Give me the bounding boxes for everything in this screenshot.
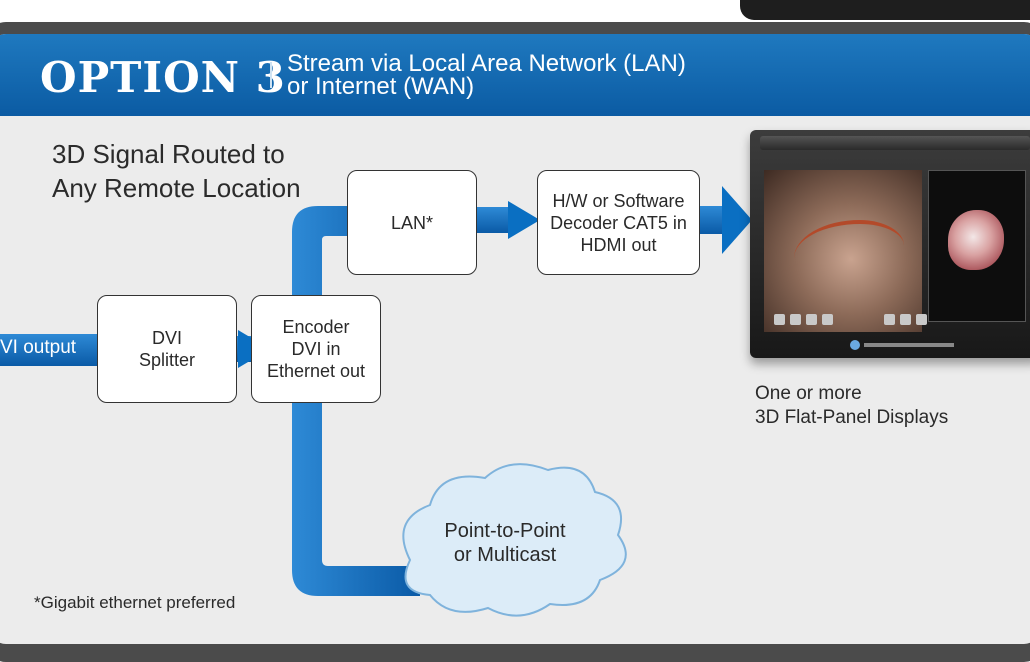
corner-tab — [740, 0, 1030, 20]
dvi-splitter-line2: Splitter — [138, 350, 196, 370]
title-banner — [0, 34, 1030, 116]
lan-label: LAN* — [390, 212, 434, 233]
display-caption-line1: One or more — [755, 383, 862, 404]
monitor-control-button — [884, 314, 895, 325]
arrow-into-display — [722, 186, 752, 254]
lan-box: LAN* — [347, 170, 477, 275]
monitor-controls — [774, 314, 1014, 330]
monitor-control-button — [900, 314, 911, 325]
monitor-toolbar — [760, 136, 1030, 150]
dvi-splitter-line1: DVI — [151, 328, 182, 348]
cloud-line2: or Multicast — [453, 544, 557, 566]
monitor-control-button — [822, 314, 833, 325]
monitor-vessel — [794, 220, 904, 284]
option-subtitle-line2: or Internet (WAN) — [287, 73, 475, 100]
brand-logo-icon — [850, 340, 860, 350]
option-title: OPTION 3 — [40, 53, 286, 102]
decoder-line1: H/W or Software — [552, 190, 685, 211]
option-subtitle-line1: Stream via Local Area Network (LAN) — [287, 50, 686, 77]
encoder-line3: Ethernet out — [266, 361, 366, 381]
monitor-heart-render — [948, 210, 1004, 270]
display-screenshot — [750, 130, 1030, 358]
dvi-splitter-box: DVI Splitter — [97, 295, 237, 403]
monitor-control-button — [774, 314, 785, 325]
footnote: *Gigabit ethernet preferred — [34, 593, 236, 612]
brand-text-bar — [864, 343, 954, 347]
cloud-label: Point-to-Point or Multicast — [430, 519, 580, 567]
encoder-box: Encoder DVI in Ethernet out — [251, 295, 381, 403]
monitor-brand — [850, 340, 970, 350]
decoder-line3: HDMI out — [580, 234, 657, 255]
display-caption-line2: 3D Flat-Panel Displays — [755, 407, 949, 428]
monitor-control-button — [790, 314, 801, 325]
monitor-control-button — [916, 314, 927, 325]
encoder-line1: Encoder — [282, 317, 350, 337]
pipe-input — [0, 334, 110, 366]
signal-pipes — [0, 186, 752, 617]
decoder-line2: Decoder CAT5 in — [550, 212, 687, 233]
display-caption: One or more 3D Flat-Panel Displays — [755, 382, 1015, 430]
title-separator — [270, 62, 272, 88]
cloud-shape — [402, 463, 627, 617]
decoder-box: H/W or Software Decoder CAT5 in HDMI out — [537, 170, 700, 275]
option-subtitle: Stream via Local Area Network (LAN) or I… — [287, 50, 847, 100]
section-heading-line2: Any Remote Location — [52, 173, 301, 203]
section-heading-line1: 3D Signal Routed to — [52, 139, 285, 169]
encoder-line2: DVI in — [291, 339, 341, 359]
monitor-control-button — [806, 314, 817, 325]
input-label: VI output — [0, 337, 77, 358]
section-heading: 3D Signal Routed to Any Remote Location — [52, 137, 342, 205]
cloud-line1: Point-to-Point — [444, 520, 566, 542]
arrow-into-decoder — [508, 201, 540, 239]
